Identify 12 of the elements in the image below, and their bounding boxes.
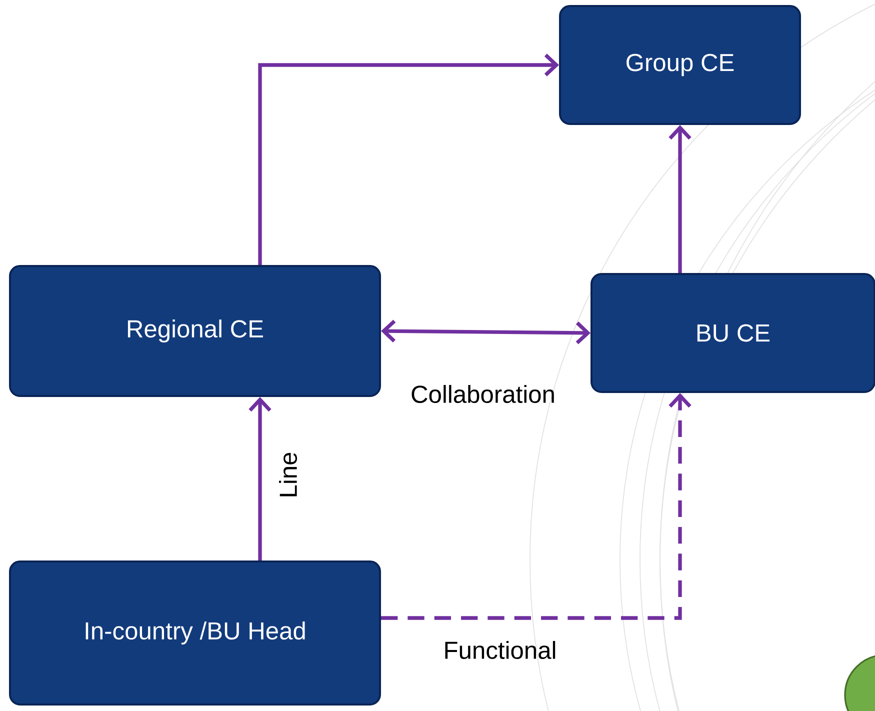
arrow — [258, 54, 559, 265]
process-box: In-country /BU Head — [9, 560, 381, 706]
process-box: BU CE — [590, 273, 875, 393]
arrow — [381, 320, 590, 344]
process-box: Group CE — [559, 5, 802, 125]
edge-label: Line — [278, 452, 298, 496]
arrow — [668, 125, 692, 273]
edge-label: Functional — [445, 640, 556, 660]
arrow — [381, 393, 692, 620]
process-box: Regional CE — [9, 265, 381, 397]
arrow — [248, 397, 272, 560]
edge-label: Collaboration — [412, 384, 554, 404]
